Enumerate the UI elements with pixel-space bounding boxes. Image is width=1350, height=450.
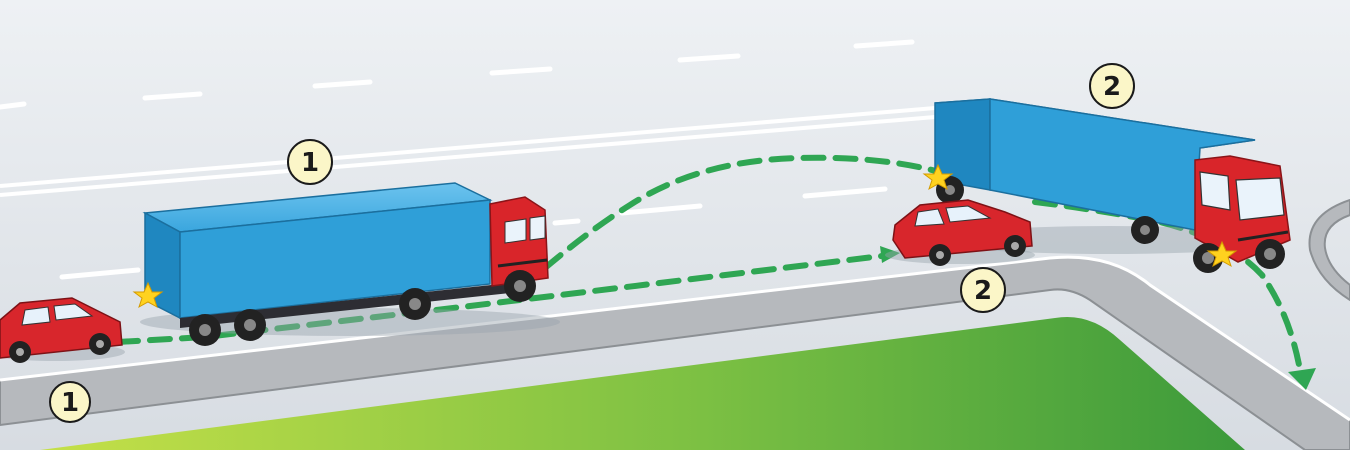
marker-car-1: 1 <box>50 382 90 422</box>
marker-truck-1-label: 1 <box>301 148 319 178</box>
marker-car-1-label: 1 <box>61 388 79 418</box>
marker-truck-2-label: 2 <box>1103 72 1121 102</box>
marker-truck-1: 1 <box>288 140 332 184</box>
truck-1 <box>134 183 560 346</box>
marker-car-2: 2 <box>961 268 1005 312</box>
marker-car-2-label: 2 <box>974 276 992 306</box>
marker-truck-2: 2 <box>1090 64 1134 108</box>
